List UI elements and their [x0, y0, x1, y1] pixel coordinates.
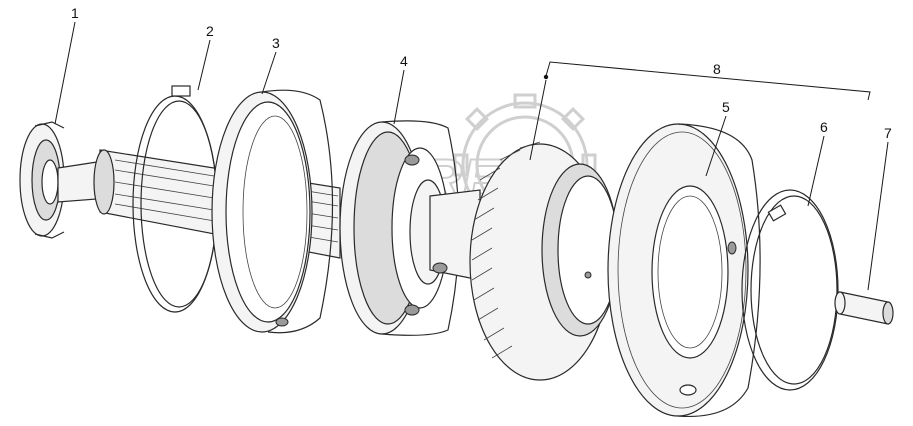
callout-5: 5: [722, 99, 730, 115]
callout-2: 2: [206, 23, 214, 39]
callout-3: 3: [272, 35, 280, 51]
part-5-synchronizer-sleeve: [607, 123, 761, 418]
part-3-drum-housing: [211, 89, 334, 334]
leader-lines: [54, 21, 889, 291]
callout-8: 8: [713, 61, 721, 77]
callout-1: 1: [71, 5, 79, 21]
part-6-snap-ring: [741, 189, 839, 391]
callout-4: 4: [400, 53, 408, 69]
helical-gear: [469, 141, 619, 381]
part-4-clutch-hub: [339, 120, 481, 336]
callout-7: 7: [884, 125, 892, 141]
part-7-pin: [834, 291, 894, 325]
callout-6: 6: [820, 119, 828, 135]
callout-labels: 1 2 3 4 5 6 7 8: [71, 5, 892, 141]
